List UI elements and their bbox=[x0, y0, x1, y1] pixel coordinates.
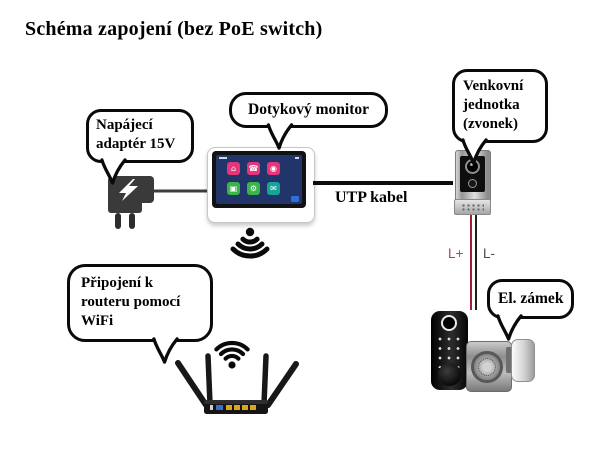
app-tile: ☎ bbox=[247, 162, 260, 175]
lock-speaker bbox=[438, 363, 461, 386]
doorbell-device bbox=[454, 150, 491, 215]
router-port bbox=[226, 405, 232, 410]
callout-tail bbox=[461, 137, 488, 165]
page-title: Schéma zapojení (bez PoE switch) bbox=[25, 18, 323, 40]
router-port bbox=[242, 405, 248, 410]
router-antenna bbox=[261, 353, 269, 407]
fingerprint-reader-icon bbox=[441, 315, 457, 331]
router-port bbox=[234, 405, 240, 410]
lock-cylinder bbox=[466, 341, 512, 392]
router-antenna bbox=[265, 361, 299, 408]
app-tile: ⚙ bbox=[247, 182, 260, 195]
app-tile: ⌂ bbox=[227, 162, 240, 175]
wifi-signal-up-icon bbox=[214, 340, 250, 369]
doorbell-body bbox=[455, 150, 491, 205]
monitor-bezel: ⌂ ☎ ◉ ▣ ⚙ ✉ bbox=[212, 151, 306, 208]
callout-electric-lock: El. zámek bbox=[487, 279, 575, 341]
router-port bbox=[210, 405, 213, 410]
wire-positive bbox=[470, 215, 472, 310]
router-port bbox=[250, 405, 256, 410]
callout-power-adapter-text: Napájecí adaptér 15V bbox=[86, 109, 194, 164]
callout-power-adapter: Napájecí adaptér 15V bbox=[86, 109, 194, 186]
power-adapter-icon bbox=[108, 176, 212, 229]
callout-outdoor-unit-text: Venkovní jednotka (zvonek) bbox=[452, 69, 548, 143]
callout-touch-monitor-text: Dotykový monitor bbox=[229, 92, 388, 128]
callout-tail bbox=[496, 314, 523, 341]
doorbell-button bbox=[468, 179, 477, 188]
callout-electric-lock-text: El. zámek bbox=[487, 279, 575, 319]
utp-cable-line bbox=[313, 181, 453, 185]
router-device bbox=[175, 353, 299, 414]
smart-lock-keypad bbox=[431, 311, 468, 390]
screen-nav-chip bbox=[291, 196, 299, 202]
callout-outdoor-unit: Venkovní jednotka (zvonek) bbox=[452, 69, 548, 165]
app-tile: ◉ bbox=[267, 162, 280, 175]
wire-negative-label: L- bbox=[483, 246, 496, 261]
lock-latch bbox=[511, 339, 535, 382]
lightning-bolt-icon bbox=[119, 179, 138, 201]
callout-wifi-connection: Připojení k routeru pomocí WiFi bbox=[67, 264, 213, 364]
router-antenna bbox=[175, 360, 209, 408]
app-tile: ✉ bbox=[267, 182, 280, 195]
lock-hinge bbox=[506, 347, 513, 373]
utp-cable-label: UTP kabel bbox=[335, 189, 408, 206]
router-port bbox=[216, 405, 223, 410]
callout-tail bbox=[266, 123, 294, 150]
app-tile: ▣ bbox=[227, 182, 240, 195]
speaker-holes bbox=[462, 204, 484, 211]
wire-negative bbox=[475, 215, 477, 310]
keypad-dots bbox=[438, 337, 463, 368]
router-antenna bbox=[205, 353, 213, 407]
lock-emblem bbox=[471, 351, 503, 383]
callout-tail bbox=[152, 336, 179, 364]
monitor-screen: ⌂ ☎ ◉ ▣ ⚙ ✉ bbox=[216, 155, 302, 204]
callout-wifi-connection-text: Připojení k routeru pomocí WiFi bbox=[67, 264, 213, 342]
wire-positive-label: L+ bbox=[448, 246, 464, 261]
wifi-signal-down-icon bbox=[230, 227, 270, 259]
callout-tail bbox=[100, 158, 127, 186]
callout-touch-monitor: Dotykový monitor bbox=[229, 92, 388, 150]
touch-monitor-device: ⌂ ☎ ◉ ▣ ⚙ ✉ bbox=[207, 147, 315, 223]
doorbell-base bbox=[454, 199, 491, 215]
